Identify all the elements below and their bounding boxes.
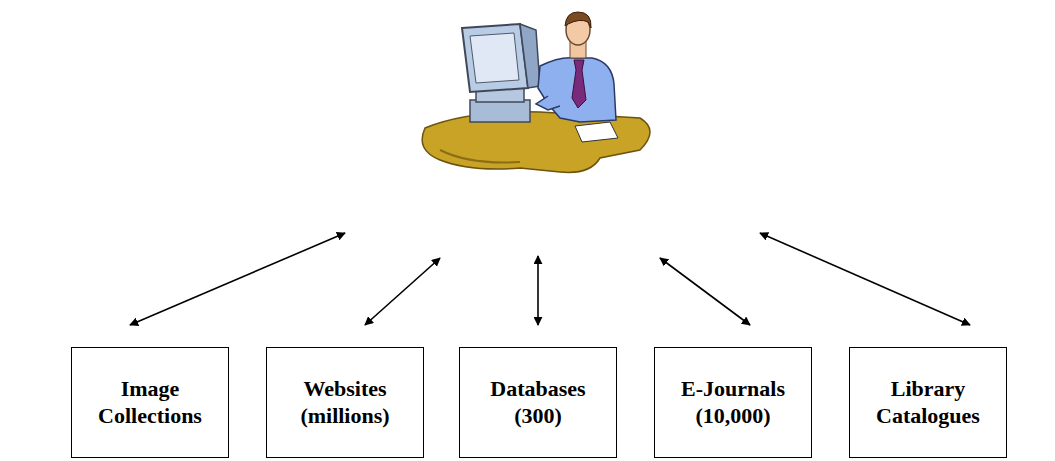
double-arrow bbox=[660, 258, 750, 325]
box-label: Library Catalogues bbox=[850, 376, 1006, 429]
double-arrows bbox=[130, 233, 970, 325]
source-box: E-Journals (10,000) bbox=[654, 347, 812, 458]
double-arrow bbox=[537, 256, 539, 325]
source-box: Websites (millions) bbox=[266, 347, 424, 458]
box-label: Websites (millions) bbox=[267, 376, 423, 429]
box-label: Databases (300) bbox=[460, 376, 616, 429]
double-arrow bbox=[130, 233, 345, 325]
box-label: E-Journals (10,000) bbox=[655, 376, 811, 429]
box-label: Image Collections bbox=[72, 376, 228, 429]
source-box: Databases (300) bbox=[459, 347, 617, 458]
person-at-computer bbox=[422, 12, 650, 172]
double-arrow bbox=[365, 258, 440, 325]
source-box: Image Collections bbox=[71, 347, 229, 458]
source-box: Library Catalogues bbox=[849, 347, 1007, 458]
double-arrow bbox=[760, 233, 970, 325]
